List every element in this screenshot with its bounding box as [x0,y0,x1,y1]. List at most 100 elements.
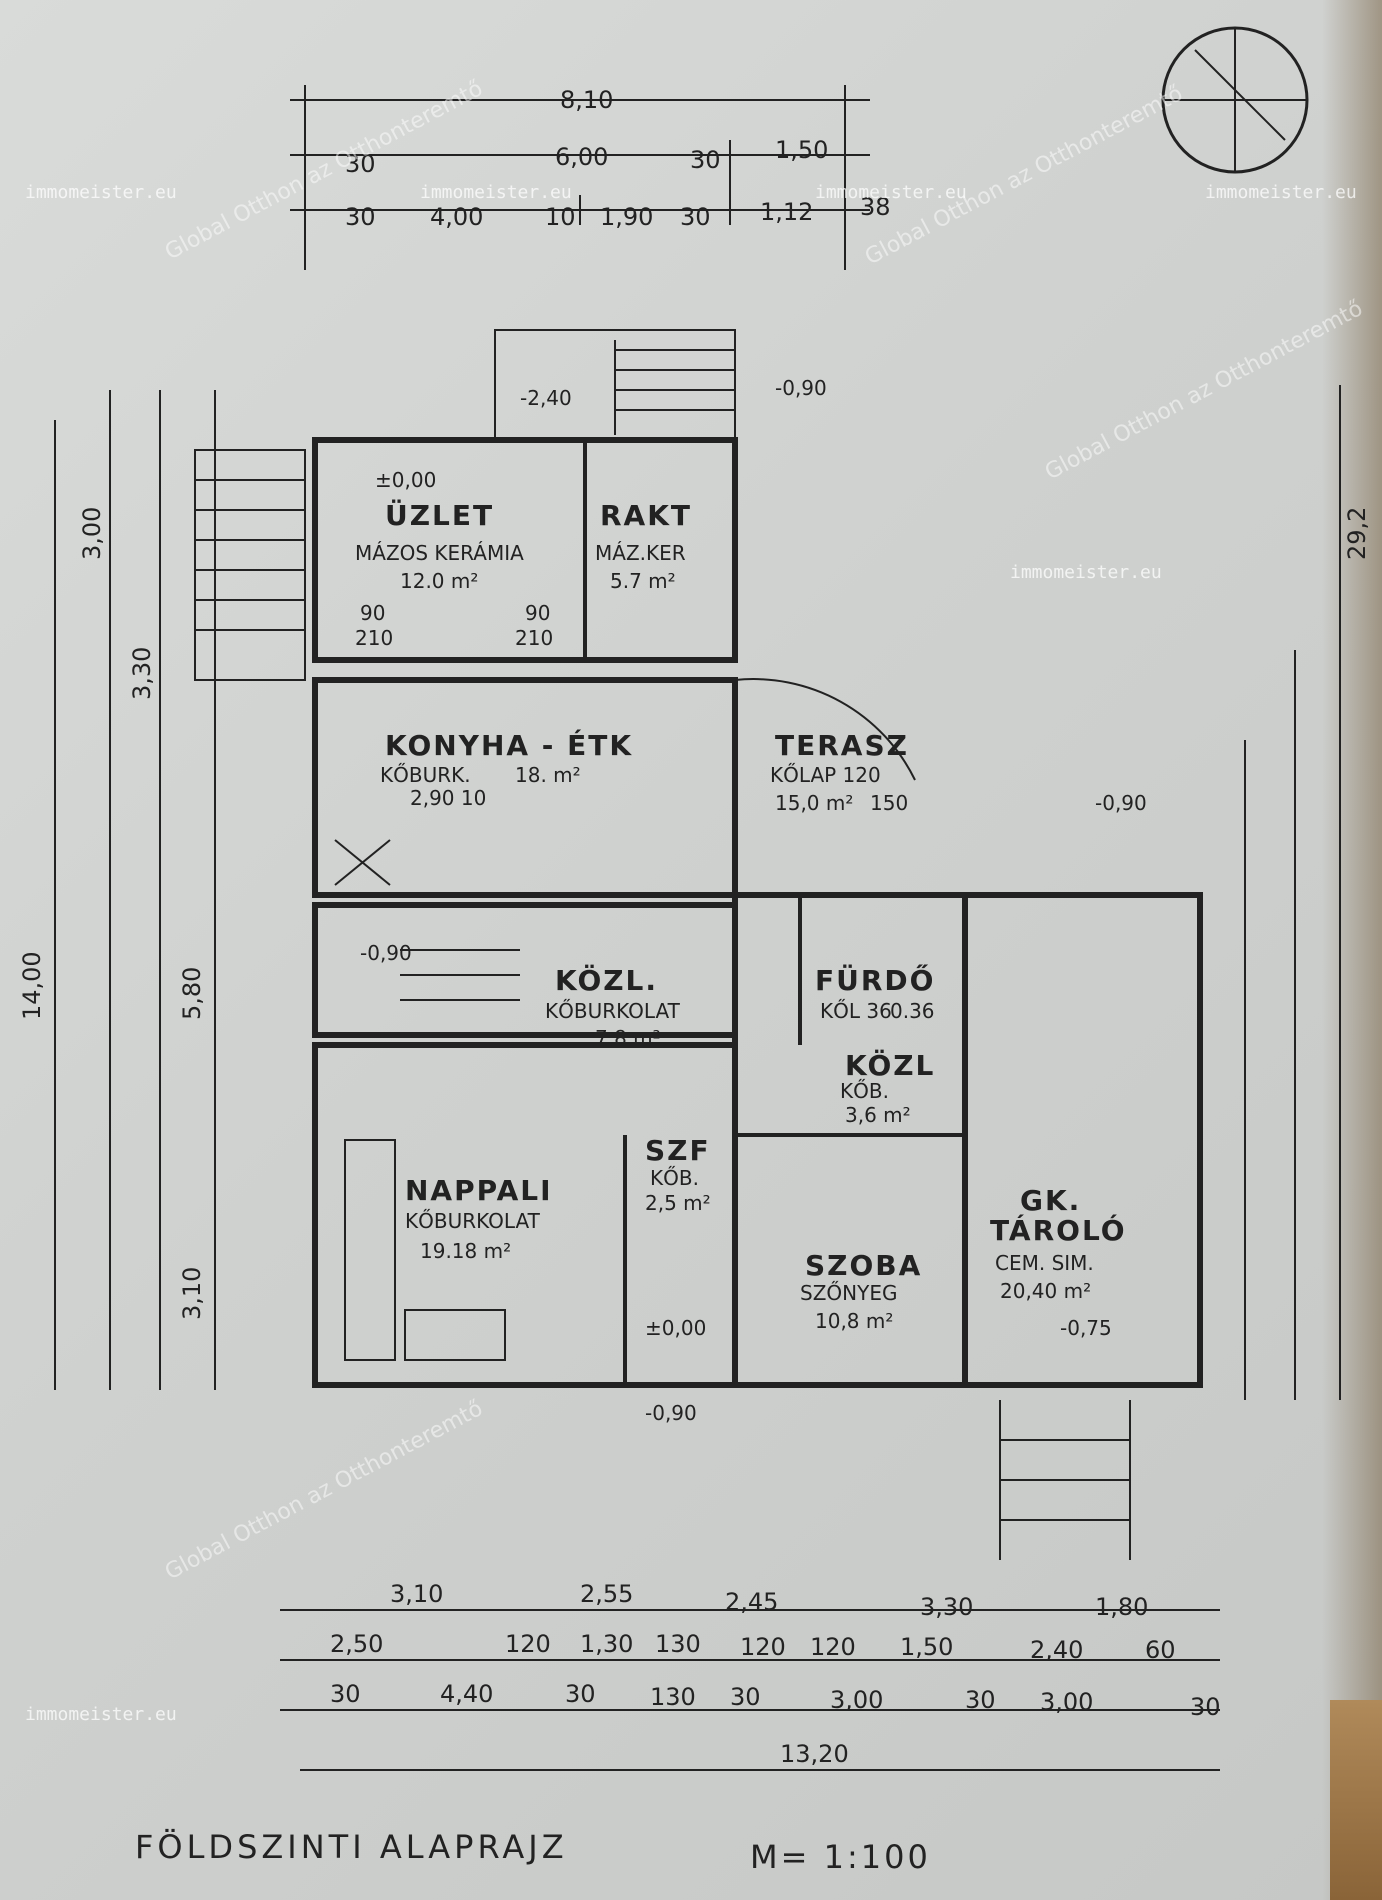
watermark-2: immomeister.eu [420,182,572,203]
door-uzlet: 90 [360,601,385,625]
room-name-uzlet: ÜZLET [385,498,494,532]
level-szf: ±0,00 [645,1316,706,1340]
dim-top-r3-3: 10 [545,203,576,231]
room-name-konyha: KONYHA - ÉTK [385,728,633,762]
dim-bot-r3-7: 30 [965,1686,996,1714]
dim-top-r3-1: 30 [345,203,376,231]
room-finish-kozl1: KŐBURKOLAT [545,999,681,1023]
dim-bot-r1-2: 2,55 [580,1580,633,1608]
watermark-5: immomeister.eu [1010,562,1162,583]
room-area-furdo: 0.36 [890,999,935,1023]
dim-bot-r3-8: 3,00 [1040,1688,1093,1716]
room-area-rakt: 5.7 m² [610,569,676,593]
dim-bot-r2-7: 1,50 [900,1633,953,1661]
room-name-szf: SZF [645,1134,711,1167]
room-extra-konyha: 2,90 10 [410,786,486,810]
dim-bot-r3-2: 4,40 [440,1680,493,1708]
dim-bot-r3-4: 130 [650,1683,696,1711]
dim-left-c2-1: 3,00 [78,507,106,560]
dim-top-r2-4: 1,50 [775,136,828,164]
dim-bot-r1-1: 3,10 [390,1580,443,1608]
dim-top-r3-2: 4,00 [430,203,483,231]
table-edge [1330,1700,1382,1900]
dim-top-r3-4: 1,90 [600,203,653,231]
dim-left-c2-3: 5,80 [178,967,206,1020]
room-area-szf: 2,5 m² [645,1191,711,1215]
watermark-9: Global Otthon az Otthonteremtő [861,81,1187,270]
room-finish-gk: CEM. SIM. [995,1251,1094,1275]
room-szf: SZF KŐB. 2,5 m² ±0,00 [645,1134,711,1340]
room-name-szoba: SZOBA [805,1249,922,1282]
room-name2-gk: TÁROLÓ [990,1213,1127,1247]
dim-top-overall: 8,10 [560,86,613,114]
dim-top-r3-6: 1,12 [760,198,813,226]
dim-bot-r2-4: 130 [655,1630,701,1658]
room-name-furdo: FÜRDŐ [815,963,935,997]
room-finish-terasz: KŐLAP 120 [770,763,881,787]
dim-top-r2-3: 30 [690,146,721,174]
room-extra-terasz: 150 [870,791,908,815]
watermark-6: immomeister.eu [25,1704,177,1725]
dim-left-overall: 14,00 [18,951,46,1020]
level-marker-2: -0,90 [775,376,827,400]
room-finish-konyha: KŐBURK. [380,763,471,787]
plan-title: FÖLDSZINTI ALAPRAJZ [135,1828,568,1866]
room-finish-furdo: KŐL 36 [820,999,892,1023]
door2-rakt: 210 [515,626,553,650]
dim-top-r3-5: 30 [680,203,711,231]
paper-shadow [1322,0,1382,1900]
room-gk: GK. TÁROLÓ CEM. SIM. 20,40 m² -0,75 [990,1184,1127,1340]
room-name-terasz: TERASZ [775,729,909,762]
watermark-7: Global Otthon az Otthonteremtő [161,76,487,265]
dim-bot-r2-1: 2,50 [330,1630,383,1658]
room-kozl2: KÖZL KŐB. 3,6 m² [840,1048,933,1127]
level-uzlet: ±0,00 [375,468,436,492]
left-dims-col: 3,00 3,30 5,80 3,10 [78,507,206,1320]
room-finish-kozl2: KŐB. [840,1079,889,1103]
dim-bot-r3-3: 30 [565,1680,596,1708]
room-name-kozl1: KÖZL. [555,963,658,997]
dim-bot-r3-1: 30 [330,1680,361,1708]
room-szoba: SZOBA SZŐNYEG 10,8 m² [800,1249,922,1333]
dim-bot-r1-3: 2,45 [725,1588,778,1616]
dim-bot-r1-5: 1,80 [1095,1593,1148,1621]
level-marker-5: -0,90 [645,1401,697,1425]
dim-bot-overall: 13,20 [780,1740,849,1768]
dim-top-r2-2: 6,00 [555,143,608,171]
dim-top-r2-1: 30 [345,150,376,178]
dim-bot-r1-4: 3,30 [920,1593,973,1621]
dim-bot-r2-8: 2,40 [1030,1636,1083,1664]
watermark-1: immomeister.eu [25,182,177,203]
dim-left-c2-2: 3,30 [128,647,156,700]
dim-bot-r3-6: 3,00 [830,1686,883,1714]
room-uzlet: ±0,00 ÜZLET MÁZOS KERÁMIA 12.0 m² 90 210 [355,468,524,650]
dim-bot-r2-2: 120 [505,1630,551,1658]
dim-bot-r2-6: 120 [810,1633,856,1661]
dim-bot-r2-3: 1,30 [580,1630,633,1658]
level-marker-4: -0,90 [360,941,412,965]
watermark-4: immomeister.eu [1205,182,1357,203]
dim-right-overall: 29,2 [1343,507,1371,560]
room-terasz: TERASZ KŐLAP 120 15,0 m² 150 [770,729,909,815]
door2-uzlet: 210 [355,626,393,650]
room-finish-uzlet: MÁZOS KERÁMIA [355,541,524,565]
dim-bot-r3-5: 30 [730,1683,761,1711]
room-area-napali: 19.18 m² [420,1239,511,1263]
dim-left-c2-4: 3,10 [178,1267,206,1320]
level-marker-3: -0,90 [1095,791,1147,815]
dim-bot-r2-9: 60 [1145,1636,1176,1664]
dim-bot-r2-5: 120 [740,1633,786,1661]
watermark-8: Global Otthon az Otthonteremtő [161,1396,487,1585]
room-area-kozl1: 7,8 m² [595,1026,661,1050]
room-area-terasz: 15,0 m² [775,791,853,815]
room-finish-rakt: MÁZ.KER [595,541,686,565]
room-konyha: KONYHA - ÉTK KŐBURK. 18. m² 2,90 10 [380,728,633,810]
room-area-szoba: 10,8 m² [815,1309,893,1333]
room-finish-szf: KŐB. [650,1166,699,1190]
room-rakt: RAKT MÁZ.KER 5.7 m² 90 210 [515,499,690,650]
dim-bot-r3-9: 30 [1190,1693,1221,1721]
room-finish-napali: KŐBURKOLAT [405,1209,541,1233]
